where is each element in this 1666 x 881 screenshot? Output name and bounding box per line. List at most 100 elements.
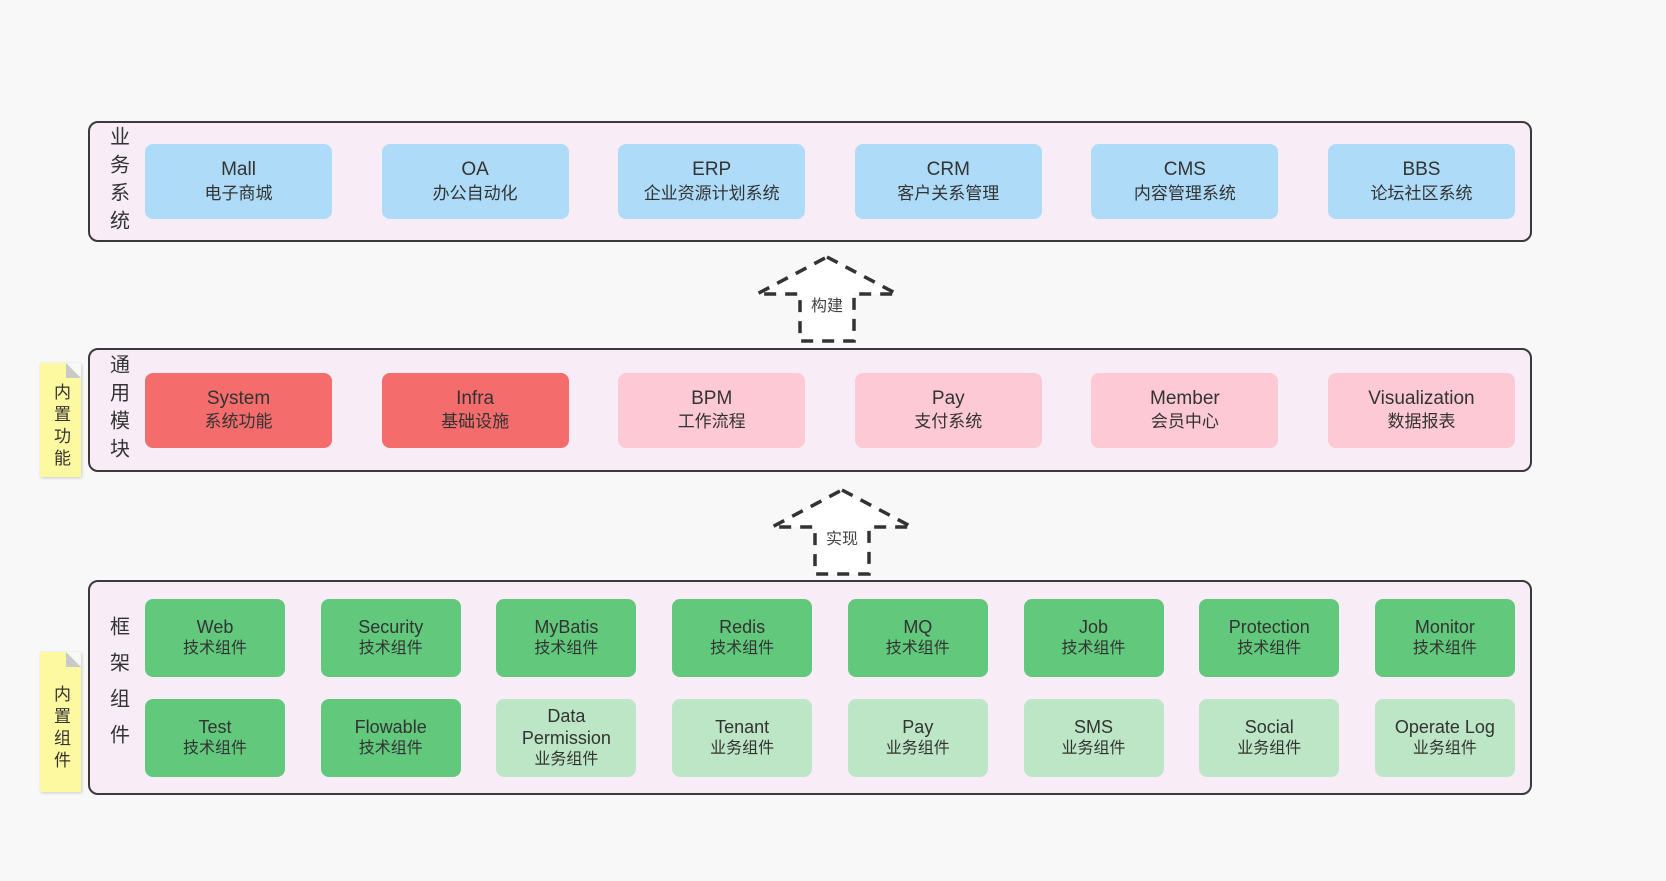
- module-title: Mall: [221, 159, 256, 181]
- module-subtitle: 内容管理系统: [1133, 183, 1236, 203]
- module-box: MyBatis 技术组件: [496, 598, 637, 677]
- module-subtitle: 技术组件: [534, 639, 599, 657]
- module-box: Protection 技术组件: [1199, 598, 1340, 677]
- module-subtitle: 业务组件: [1412, 739, 1477, 757]
- business-systems-box-grid: Mall 电子商城 OA 办公自动化 ERP 企业资源计划系统 CRM 客户关系…: [145, 123, 1530, 240]
- module-title: SMS: [1074, 716, 1114, 737]
- built-in-features-label: 内置功能: [51, 383, 70, 471]
- module-title: Protection: [1228, 616, 1310, 637]
- module-box: Redis 技术组件: [672, 598, 813, 677]
- module-subtitle: 电子商城: [204, 183, 273, 203]
- module-title: Member: [1150, 387, 1220, 409]
- module-box: System 系统功能: [145, 372, 332, 448]
- module-box: Web 技术组件: [145, 598, 285, 677]
- build-arrow: 构建: [756, 255, 898, 343]
- panel-label-wrap: 框架组件: [90, 582, 145, 793]
- module-title: Pay: [931, 387, 965, 409]
- module-title: Flowable: [354, 716, 427, 737]
- module-box: Mall 电子商城: [145, 144, 332, 219]
- module-box: SMS 业务组件: [1023, 698, 1164, 777]
- framework-components-panel: 框架组件 Web 技术组件 Security 技术组件 MyBatis 技术组件…: [88, 580, 1532, 795]
- module-box: MQ 技术组件: [847, 598, 988, 677]
- module-box: Security 技术组件: [320, 598, 461, 677]
- module-subtitle: 技术组件: [182, 639, 247, 657]
- common-modules-box-grid: System 系统功能 Infra 基础设施 BPM 工作流程 Pay 支付系统…: [145, 350, 1530, 470]
- module-box: ERP 企业资源计划系统: [618, 144, 806, 219]
- module-title: BBS: [1402, 159, 1441, 181]
- module-subtitle: 企业资源计划系统: [643, 183, 780, 203]
- module-subtitle: 技术组件: [358, 739, 423, 757]
- module-subtitle: 技术组件: [1412, 639, 1477, 657]
- module-box: Flowable 技术组件: [320, 698, 461, 777]
- module-subtitle: 系统功能: [204, 412, 273, 432]
- module-title: System: [206, 387, 271, 409]
- module-box: Social 业务组件: [1199, 698, 1340, 777]
- module-title: OA: [461, 159, 489, 181]
- implement-arrow: 实现: [771, 488, 913, 576]
- business-systems-label: 业务系统: [106, 125, 129, 238]
- built-in-components-note: 内置组件: [40, 652, 81, 792]
- module-box: Tenant 业务组件: [672, 698, 813, 777]
- implement-arrow-shape: [771, 488, 913, 576]
- module-subtitle: 数据报表: [1387, 412, 1456, 432]
- module-box: BBS 论坛社区系统: [1327, 144, 1515, 219]
- module-box: Pay 支付系统: [854, 372, 1042, 448]
- module-title: CRM: [926, 159, 970, 181]
- module-subtitle: 工作流程: [677, 412, 746, 432]
- common-modules-panel: 通用模块 System 系统功能 Infra 基础设施 BPM 工作流程 Pay…: [88, 348, 1532, 472]
- built-in-features-note: 内置功能: [40, 363, 81, 477]
- module-box: BPM 工作流程: [618, 372, 806, 448]
- module-box: OA 办公自动化: [381, 144, 569, 219]
- module-title: Web: [196, 616, 234, 637]
- module-subtitle: 业务组件: [710, 739, 775, 757]
- module-subtitle: 技术组件: [1237, 639, 1302, 657]
- module-subtitle: 技术组件: [710, 639, 775, 657]
- module-subtitle: 业务组件: [1237, 739, 1302, 757]
- module-title: Tenant: [715, 716, 770, 737]
- module-title: Monitor: [1414, 616, 1475, 637]
- module-title: ERP: [692, 159, 732, 181]
- module-title: Redis: [719, 616, 766, 637]
- module-subtitle: 客户关系管理: [897, 183, 1000, 203]
- module-title: BPM: [691, 387, 733, 409]
- module-title: Pay: [902, 716, 934, 737]
- module-box: Test 技术组件: [145, 698, 285, 777]
- framework-components-box-grid: Web 技术组件 Security 技术组件 MyBatis 技术组件 Redi…: [145, 582, 1530, 793]
- module-title: Visualization: [1368, 387, 1475, 409]
- module-title: MyBatis: [534, 616, 599, 637]
- module-title: MQ: [903, 616, 933, 637]
- module-subtitle: 基础设施: [441, 412, 510, 432]
- module-subtitle: 业务组件: [534, 750, 599, 768]
- module-subtitle: 支付系统: [914, 412, 983, 432]
- module-subtitle: 技术组件: [358, 639, 423, 657]
- module-box: Monitor 技术组件: [1374, 598, 1515, 677]
- module-subtitle: 业务组件: [885, 739, 950, 757]
- built-in-components-label: 内置组件: [51, 685, 70, 773]
- implement-arrow-label: 实现: [826, 530, 858, 548]
- module-subtitle: 技术组件: [182, 739, 247, 757]
- module-box: Visualization 数据报表: [1327, 372, 1515, 448]
- module-title: Operate Log: [1394, 716, 1495, 737]
- module-title: CMS: [1163, 159, 1206, 181]
- common-modules-label: 通用模块: [106, 354, 129, 466]
- build-arrow-label: 构建: [811, 297, 843, 315]
- module-subtitle: 技术组件: [1061, 639, 1126, 657]
- framework-components-label: 框架组件: [106, 615, 129, 760]
- module-title: Job: [1079, 616, 1109, 637]
- panel-label-wrap: 通用模块: [90, 350, 145, 470]
- module-subtitle: 论坛社区系统: [1370, 183, 1473, 203]
- module-title: Social: [1244, 716, 1294, 737]
- module-box: Member 会员中心: [1091, 372, 1279, 448]
- module-box: CRM 客户关系管理: [854, 144, 1042, 219]
- panel-label-wrap: 业务系统: [90, 123, 145, 240]
- module-title: Test: [198, 716, 232, 737]
- module-subtitle: 会员中心: [1150, 412, 1219, 432]
- module-box: Data Permission 业务组件: [496, 698, 637, 777]
- build-arrow-shape: [756, 255, 898, 343]
- module-box: Job 技术组件: [1023, 598, 1164, 677]
- module-subtitle: 业务组件: [1061, 739, 1126, 757]
- module-subtitle: 技术组件: [885, 639, 950, 657]
- business-systems-panel: 业务系统 Mall 电子商城 OA 办公自动化 ERP 企业资源计划系统 CRM…: [88, 121, 1532, 242]
- module-title: Security: [358, 616, 424, 637]
- module-title: Data Permission: [521, 705, 611, 748]
